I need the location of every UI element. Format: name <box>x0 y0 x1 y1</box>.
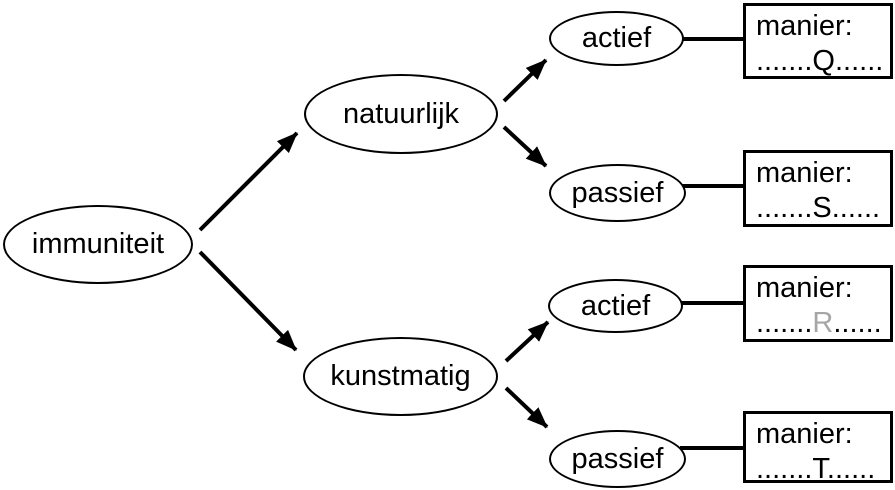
result-box-s-title: manier: <box>756 157 853 189</box>
result-box-t: manier: .......T...... <box>743 411 893 483</box>
node-kunstmatig-actief: actief <box>548 279 683 333</box>
arrow-kunstmatig-passief <box>504 386 549 429</box>
arrow-immuniteit-kunstmatig <box>198 250 298 352</box>
result-box-s: manier: .......S...... <box>743 150 893 227</box>
result-box-t-letter: T <box>812 453 827 483</box>
node-kunstmatig-label: kunstmatig <box>330 360 471 392</box>
node-kunstmatig-actief-label: actief <box>580 289 651 322</box>
node-natuurlijk-passief: passief <box>549 164 686 222</box>
result-box-q-dots-after: ...... <box>834 45 884 77</box>
node-kunstmatig-passief: passief <box>549 430 686 488</box>
result-box-t-title: manier: <box>756 418 853 450</box>
result-box-r-letter: R <box>812 307 834 339</box>
result-box-q-title: manier: <box>756 10 853 42</box>
node-natuurlijk-passief-label: passief <box>571 176 664 209</box>
node-immuniteit: immuniteit <box>3 205 193 284</box>
result-box-q-letter: Q <box>812 45 835 77</box>
node-natuurlijk: natuurlijk <box>304 74 498 154</box>
node-natuurlijk-actief-label: actief <box>581 22 652 54</box>
result-box-s-letter: S <box>812 192 832 224</box>
node-immuniteit-label: immuniteit <box>31 228 165 260</box>
node-natuurlijk-actief: actief <box>549 11 684 66</box>
result-box-r-dots-after: ...... <box>833 307 882 339</box>
node-natuurlijk-label: natuurlijk <box>342 97 460 130</box>
node-kunstmatig-passief-label: passief <box>571 442 664 475</box>
result-box-t-dots-after: ...... <box>826 453 876 483</box>
result-box-r-answer-line: .......R...... <box>756 306 890 339</box>
result-box-q-answer-line: .......Q...... <box>756 44 890 77</box>
result-box-s-dots-after: ...... <box>831 192 881 224</box>
arrow-natuurlijk-passief <box>502 125 548 168</box>
result-box-s-answer-line: .......S...... <box>756 191 890 224</box>
arrow-natuurlijk-actief <box>502 58 548 103</box>
result-box-r: manier: .......R...... <box>743 265 893 342</box>
arrow-immuniteit-natuurlijk <box>198 131 299 232</box>
result-box-t-answer-line: .......T...... <box>756 452 890 483</box>
result-box-q-dots-before: ....... <box>756 45 813 77</box>
result-box-r-title: manier: <box>756 272 853 304</box>
result-box-r-dots-before: ....... <box>756 307 813 339</box>
result-box-t-dots-before: ....... <box>756 453 813 483</box>
result-box-s-dots-before: ....... <box>756 192 813 224</box>
node-kunstmatig: kunstmatig <box>303 337 498 416</box>
arrow-kunstmatig-actief <box>504 320 550 363</box>
result-box-q: manier: .......Q...... <box>743 3 893 79</box>
